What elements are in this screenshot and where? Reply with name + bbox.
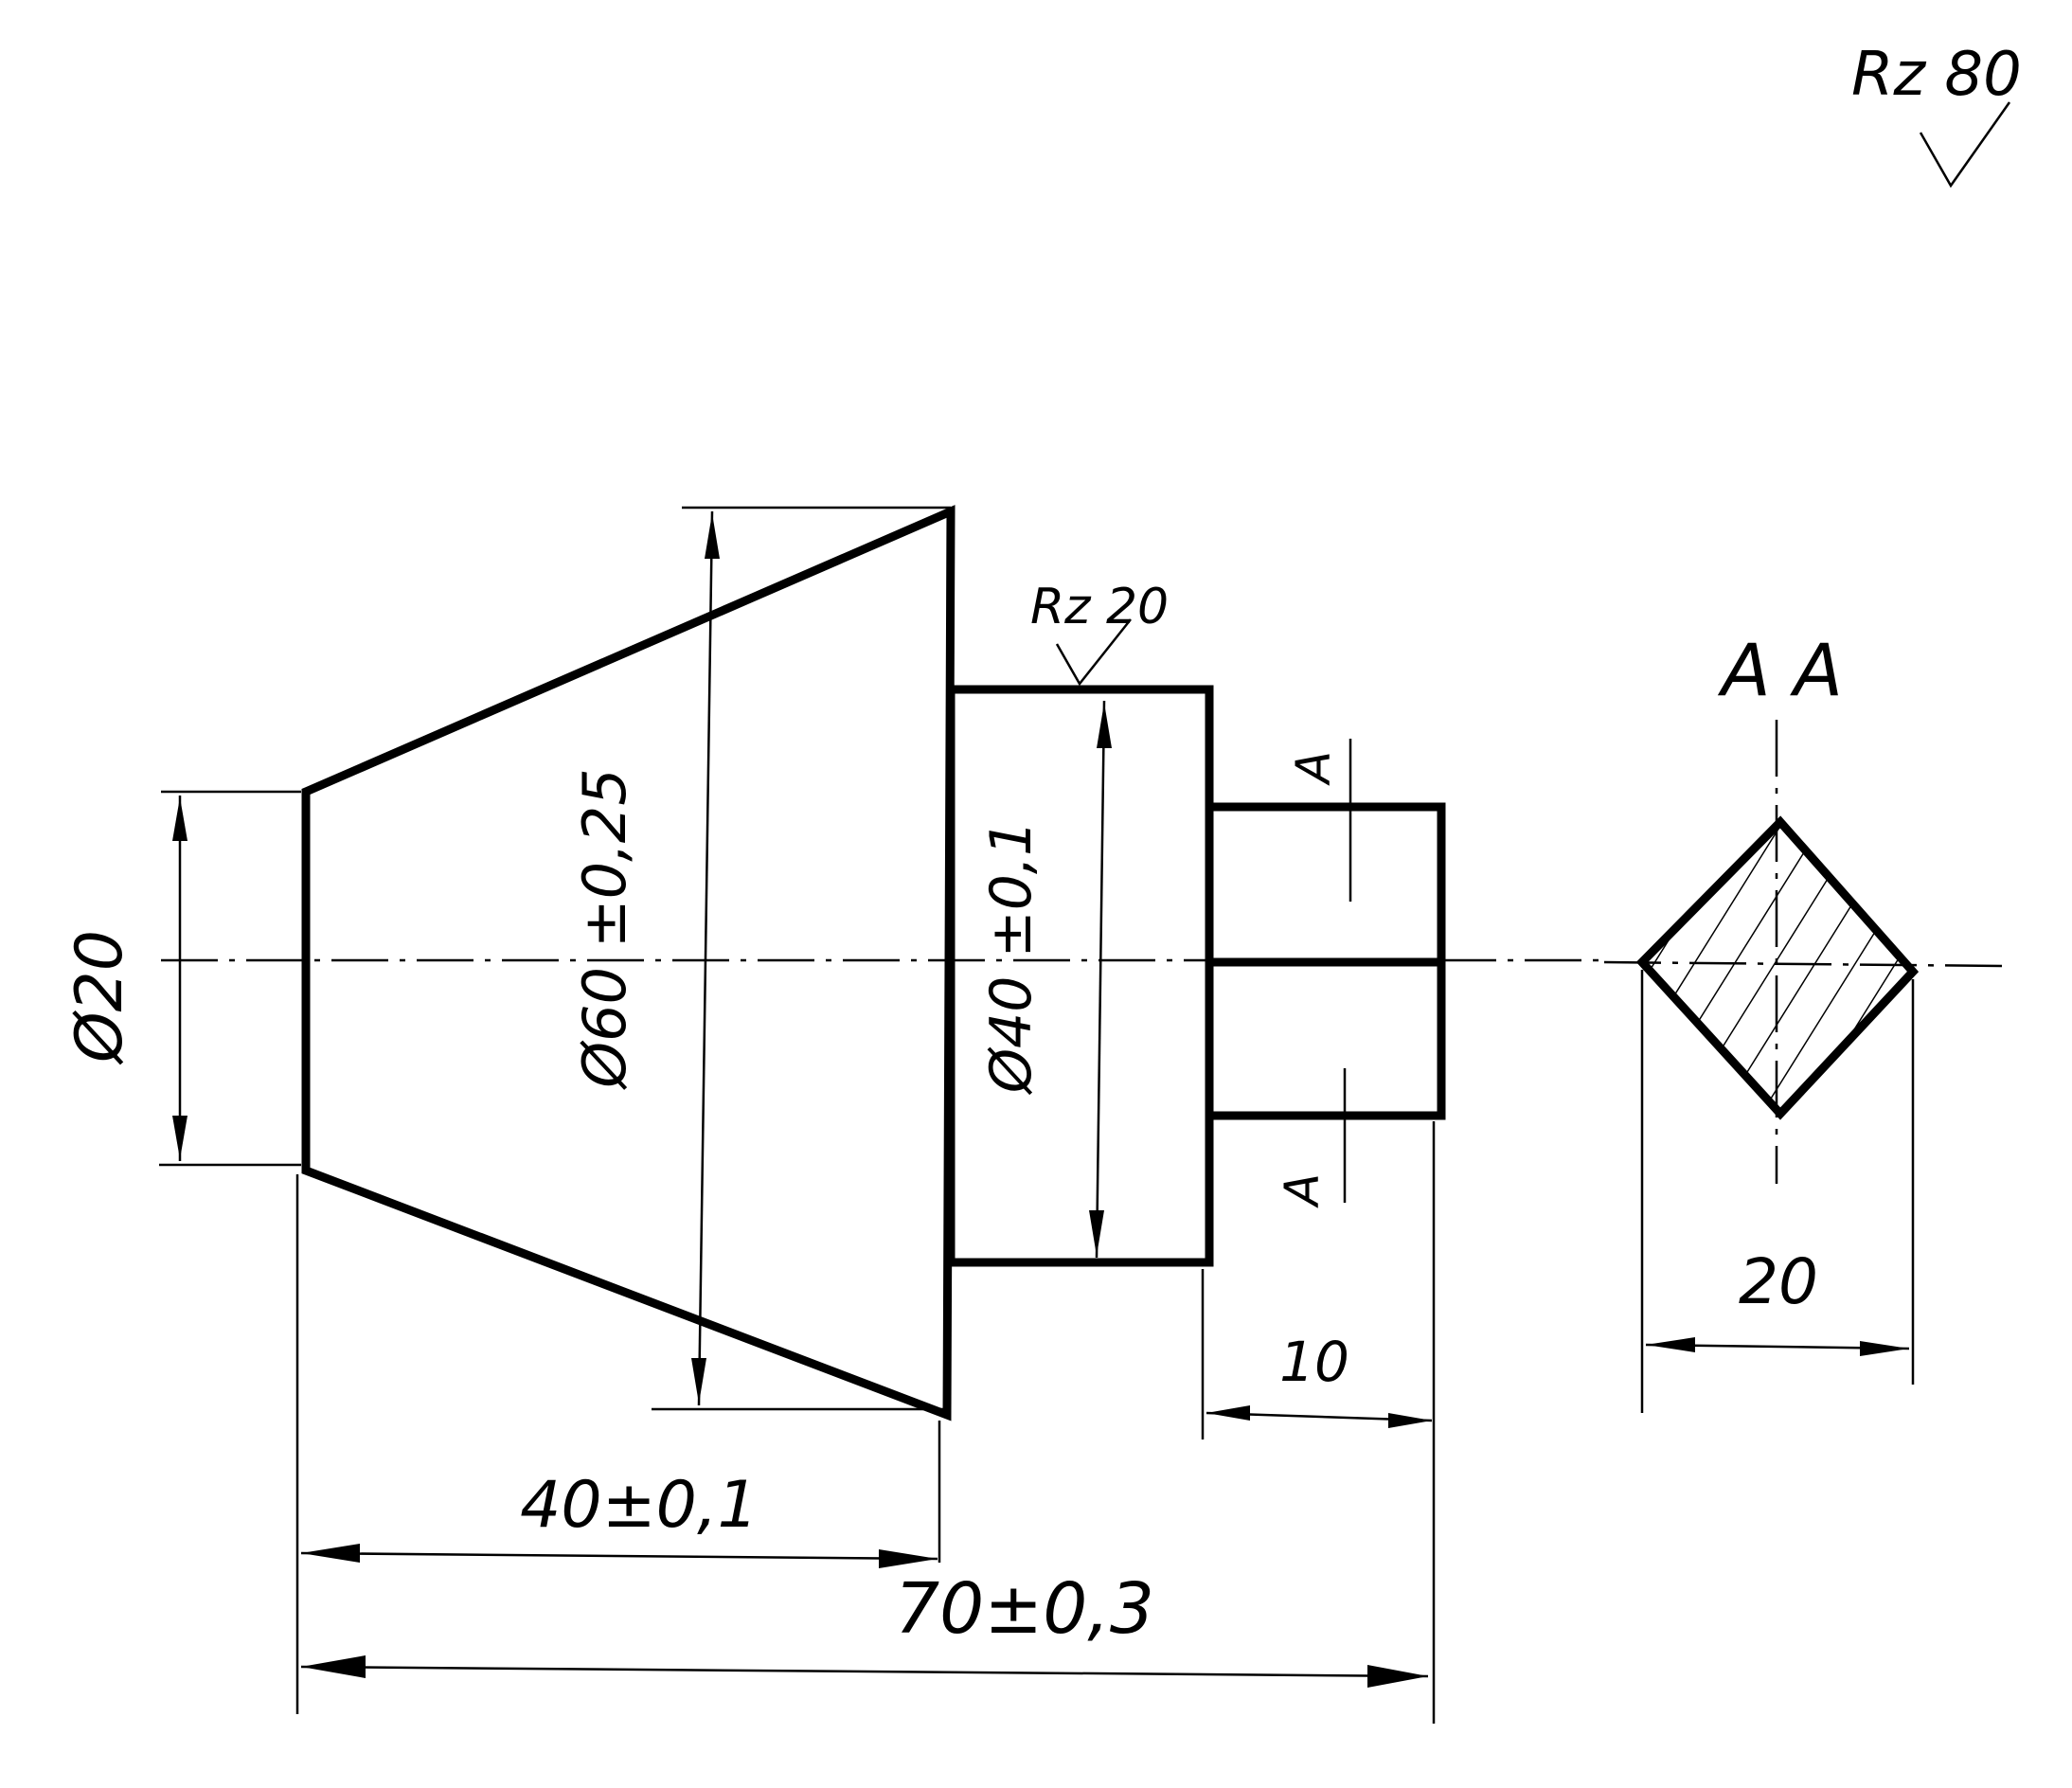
dimension-diameter-20: Ø20 [63,796,188,1161]
part-outline [301,505,1446,1421]
dimension-length-70: 70±0,3 [300,1568,1429,1688]
cylinder-section [946,685,1214,1267]
dimension-diameter-40: Ø40 ±0,1 [978,700,1112,1259]
roughness-symbol-local: Rz 20 [1030,579,1169,687]
roughness-symbol-general: Rz 80 [1851,40,2022,188]
dimension-length-40: 40±0,1 [300,1468,938,1568]
section-title: A A [1717,628,1843,712]
dimension-section-20: 20 [1645,1245,1910,1356]
cut-mark-top: A [1286,751,1341,786]
extension-lines [159,506,1915,1724]
dim-length-10-label: 10 [1279,1330,1349,1394]
dim-diameter-60-label: Ø60 ±0,25 [570,768,639,1090]
dim-section-20-label: 20 [1739,1245,1818,1318]
cone-section [301,505,956,1421]
section-cut-markers: A A [1275,739,1352,1208]
section-horizontal-axis [1603,960,2003,968]
roughness-general-label: Rz 80 [1851,40,2022,110]
dim-diameter-20-label: Ø20 [63,930,137,1065]
roughness-general-check [1919,101,2011,188]
dim-length-70-label: 70±0,3 [895,1568,1154,1650]
dimension-diameter-60: Ø60 ±0,25 [570,510,720,1406]
square-cross-section [1635,815,1920,1120]
dim-diameter-40-label: Ø40 ±0,1 [978,820,1045,1096]
roughness-local-check [1055,618,1132,687]
dim-length-40-label: 40±0,1 [520,1468,759,1543]
roughness-local-label: Rz 20 [1030,579,1169,635]
cut-mark-bottom: A [1275,1173,1330,1208]
dimension-length-10: 10 [1206,1330,1433,1428]
section-view-aa: A A [1603,628,2003,1184]
